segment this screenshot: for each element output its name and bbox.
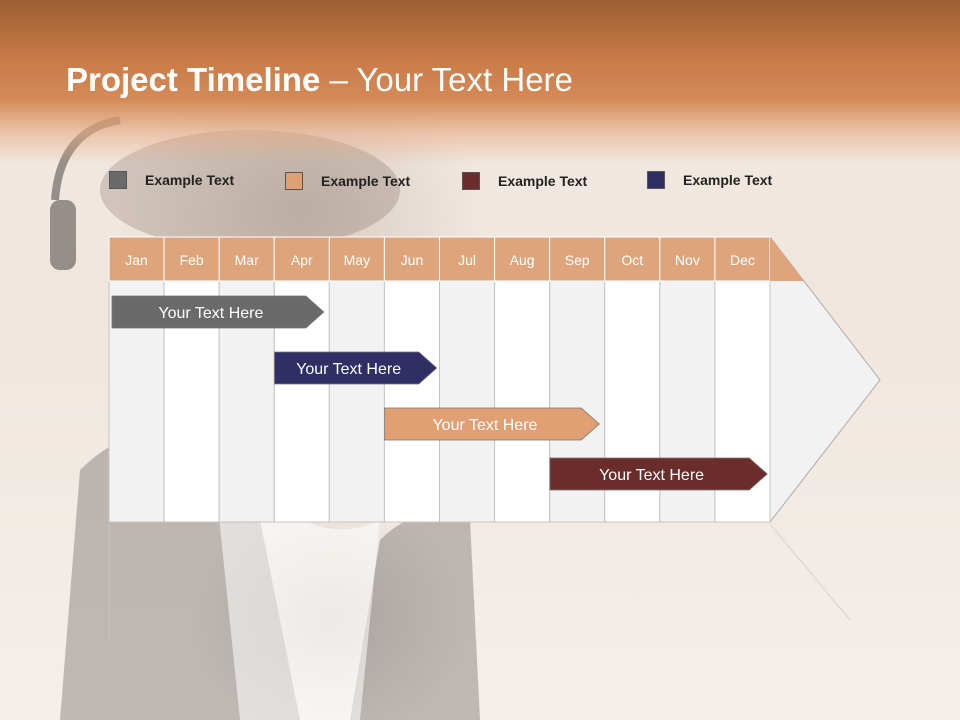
legend-label-1: Example Text	[145, 172, 235, 188]
month-header-dec	[714, 236, 771, 282]
task-label-2: Your Text Here	[296, 361, 401, 378]
month-label-jan: Jan	[125, 252, 148, 268]
month-label-oct: Oct	[621, 252, 643, 268]
task-label-3: Your Text Here	[432, 417, 537, 434]
month-label-dec: Dec	[730, 252, 755, 268]
title-separator: –	[329, 61, 348, 98]
month-header-feb	[163, 236, 220, 282]
task-label-4: Your Text Here	[599, 467, 704, 484]
task-bar-2	[274, 351, 438, 385]
title-subtitle: Your Text Here	[356, 61, 573, 98]
month-header-aug	[494, 236, 551, 282]
task-bar-1	[111, 295, 325, 329]
legend-label-4: Example Text	[683, 172, 773, 188]
month-column-may	[328, 280, 385, 523]
page-title: Project Timeline – Your Text Here	[66, 58, 573, 102]
task-label-1: Your Text Here	[158, 305, 263, 322]
legend-label-3: Example Text	[498, 173, 588, 189]
legend-swatch-2	[285, 172, 303, 190]
legend-swatch-4	[647, 171, 665, 189]
month-header-jun	[383, 236, 440, 282]
month-header-may	[328, 236, 385, 282]
legend-swatch-3	[462, 172, 480, 190]
month-header-jul	[439, 236, 496, 282]
title-bold: Project Timeline	[66, 61, 321, 98]
month-label-aug: Aug	[510, 252, 535, 268]
month-label-sep: Sep	[565, 252, 590, 268]
month-label-apr: Apr	[291, 252, 313, 268]
month-label-nov: Nov	[675, 252, 700, 268]
month-header-apr	[273, 236, 330, 282]
month-column-aug	[494, 280, 551, 523]
legend-label-2: Example Text	[321, 173, 411, 189]
month-header-sep	[549, 236, 606, 282]
header-band	[0, 0, 960, 165]
month-label-jul: Jul	[458, 252, 476, 268]
month-header-nov	[659, 236, 716, 282]
task-bar-4	[549, 457, 768, 491]
month-header-jan	[108, 236, 165, 282]
month-column-jun	[383, 280, 440, 523]
month-label-may: May	[344, 252, 370, 268]
month-label-jun: Jun	[401, 252, 424, 268]
month-header-oct	[604, 236, 661, 282]
header-arrow-tip	[770, 237, 804, 281]
month-column-jul	[439, 280, 496, 523]
month-label-mar: Mar	[235, 252, 259, 268]
legend-swatch-1	[109, 171, 127, 189]
month-header-mar	[218, 236, 275, 282]
task-bar-3	[384, 407, 600, 441]
month-label-feb: Feb	[180, 252, 204, 268]
